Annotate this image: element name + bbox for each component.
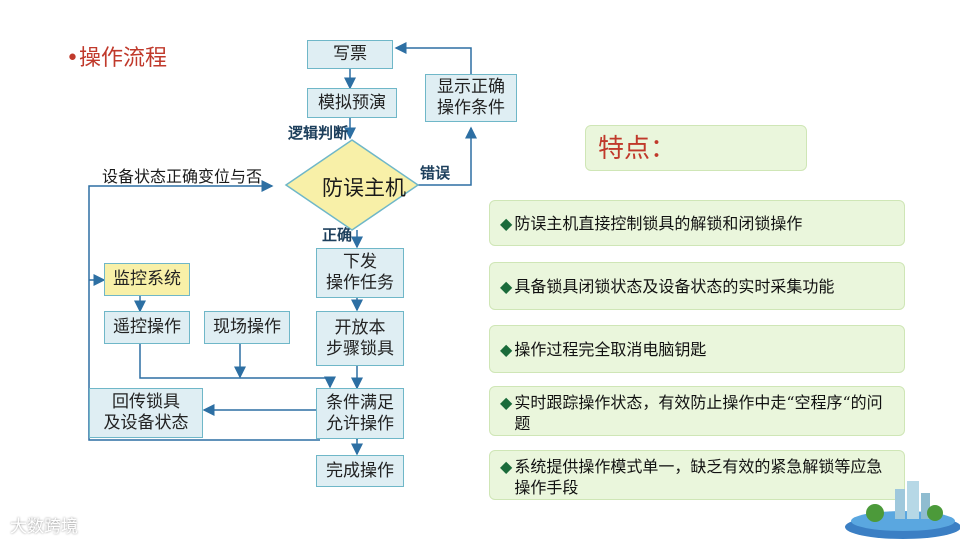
bullet-icon: ◆ [500,339,512,360]
error-label: 错误 [420,162,450,183]
feature-text: 具备锁具闭锁状态及设备状态的实时采集功能 [514,276,834,297]
feature-item: ◆ 具备锁具闭锁状态及设备状态的实时采集功能 [489,262,905,310]
bullet-icon: ◆ [500,276,512,297]
bullet-icon: ◆ [500,213,512,234]
watermark: 大数跨境 [10,512,78,537]
features-title: 特点： [585,125,807,171]
write-ticket-box: 写票 [307,40,393,69]
feature-text: 防误主机直接控制锁具的解锁和闭锁操作 [514,213,802,234]
unlock-box: 开放本 步骤锁具 [316,311,404,366]
field-op-box: 现场操作 [204,311,290,344]
feature-item: ◆ 实时跟踪操作状态，有效防止操作中走“空程序“的问题 [489,386,905,436]
monitor-box: 监控系统 [104,263,190,296]
feature-item: ◆ 防误主机直接控制锁具的解锁和闭锁操作 [489,200,905,246]
logic-judge-label: 逻辑判断 [288,122,348,143]
feature-text: 实时跟踪操作状态，有效防止操作中走“空程序“的问题 [514,392,894,434]
correct-label: 正确 [322,224,352,245]
island-decoration [835,475,960,542]
feature-text: 操作过程完全取消电脑钥匙 [514,339,706,360]
device-state-label: 设备状态正确变位与否 [102,163,262,187]
feedback-box: 回传锁具 及设备状态 [89,388,203,438]
show-conditions-box: 显示正确 操作条件 [425,74,517,122]
feature-item: ◆ 操作过程完全取消电脑钥匙 [489,325,905,373]
bullet-icon: ◆ [500,456,512,477]
done-box: 完成操作 [316,455,404,487]
issue-task-box: 下发 操作任务 [316,248,404,298]
simulate-box: 模拟预演 [307,88,397,118]
condition-ok-box: 条件满足 允许操作 [316,388,404,439]
host-label: 防误主机 [322,172,406,202]
remote-op-box: 遥控操作 [104,311,190,344]
bullet-icon: ◆ [500,392,512,413]
